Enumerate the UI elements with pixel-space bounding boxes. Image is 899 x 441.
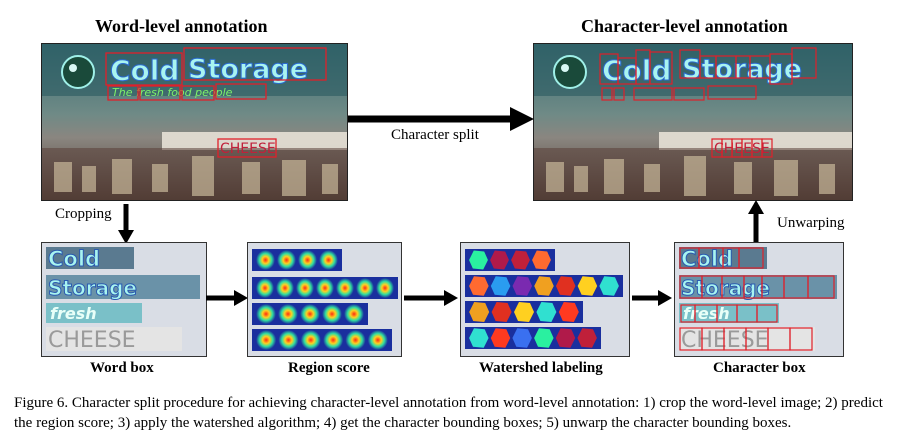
word-box-cheese — [217, 138, 277, 158]
region-score-blob — [300, 304, 320, 324]
word-box-people — [215, 83, 267, 100]
watershed-label: Watershed labeling — [479, 360, 603, 376]
region-score-blob — [322, 304, 342, 324]
arrow-wordbox-to-region — [206, 290, 248, 306]
watershed-segment — [558, 302, 579, 322]
region-score-blob — [256, 330, 277, 350]
watershed-segment — [490, 328, 511, 348]
word-box-label: Word box — [90, 360, 154, 376]
crop-cheese: CHEESE — [48, 328, 136, 353]
watershed-segment — [577, 276, 598, 296]
region-score-label: Region score — [288, 360, 370, 376]
arrow-watershed-to-charbox — [632, 290, 672, 306]
character-split-label: Character split — [391, 127, 479, 143]
watershed-segment — [577, 328, 597, 348]
charcrop-storage: Storage — [681, 276, 770, 300]
character-level-title: Character-level annotation — [581, 16, 788, 36]
charcrop-cold: Cold — [681, 247, 733, 271]
region-score-blob — [316, 278, 334, 298]
character-box-panel: Cold Storage fresh CHEESE — [674, 242, 844, 357]
word-box-food — [181, 85, 215, 101]
region-score-blob — [336, 278, 354, 298]
region-score-blob — [256, 304, 276, 324]
region-score-panel — [247, 242, 402, 357]
region-score-blob — [344, 304, 364, 324]
watershed-segment — [512, 276, 533, 296]
watershed-segment — [491, 302, 512, 322]
word-box-panel: Cold Storage fresh CHEESE — [41, 242, 207, 357]
word-box-the — [107, 85, 139, 101]
unwarping-label: Unwarping — [777, 215, 845, 231]
watershed-segment — [534, 328, 554, 348]
watershed-segment — [536, 302, 557, 322]
sign-cheese: CHEESE — [220, 141, 276, 157]
word-level-title: Word-level annotation — [95, 16, 268, 36]
region-score-blob — [276, 278, 294, 298]
word-level-image: Cold Storage The fresh food people CHEES… — [41, 43, 348, 201]
watershed-segment — [599, 276, 619, 296]
watershed-panel — [460, 242, 630, 357]
watershed-segment — [534, 276, 554, 296]
watershed-segment — [511, 250, 530, 270]
region-score-blob — [300, 330, 321, 350]
watershed-segment — [555, 276, 576, 296]
region-score-blob — [296, 278, 314, 298]
cropping-arrow — [118, 204, 134, 244]
watershed-segment — [514, 302, 534, 322]
watershed-segment — [532, 250, 551, 270]
charcrop-cheese: CHEESE — [681, 328, 769, 353]
watershed-segment — [512, 328, 532, 348]
region-score-blob — [277, 250, 296, 270]
watershed-segment — [469, 250, 488, 270]
region-score-blob — [298, 250, 317, 270]
sign-word-storage-char: Storage — [682, 54, 802, 85]
crop-fresh: fresh — [50, 304, 97, 323]
region-score-blob — [256, 250, 275, 270]
word-box-cold — [105, 52, 183, 86]
watershed-segment — [469, 302, 490, 322]
character-level-image: Cold Storage CHEESE — [533, 43, 853, 201]
cropping-label: Cropping — [55, 206, 112, 222]
region-score-blob — [278, 304, 298, 324]
watershed-segment — [469, 328, 489, 348]
region-score-blob — [319, 250, 338, 270]
unwarping-arrow — [748, 200, 764, 242]
character-split-arrow — [348, 107, 534, 131]
sign-slogan: The fresh food people — [112, 86, 233, 99]
watershed-segment — [555, 328, 576, 348]
watershed-segment — [490, 250, 509, 270]
watershed-segment — [469, 276, 489, 296]
crop-storage: Storage — [48, 276, 137, 300]
region-score-row — [252, 249, 342, 271]
arrow-region-to-watershed — [404, 290, 458, 306]
region-score-blob — [367, 330, 388, 350]
region-score-blob — [323, 330, 344, 350]
region-score-blob — [356, 278, 374, 298]
word-box-storage — [183, 47, 327, 81]
word-box-fresh — [139, 85, 181, 101]
sign-word-cold-char: Cold — [602, 54, 671, 87]
region-score-blob — [345, 330, 366, 350]
region-score-blob — [376, 278, 394, 298]
charcrop-fresh: fresh — [683, 304, 730, 323]
watershed-row — [465, 249, 555, 271]
figure-caption: Figure 6. Character split procedure for … — [14, 395, 883, 431]
watershed-segment — [490, 276, 511, 296]
region-score-blob — [278, 330, 299, 350]
crop-cold: Cold — [48, 247, 100, 271]
character-box-label: Character box — [713, 360, 806, 376]
region-score-blob — [256, 278, 274, 298]
sign-word-cold: Cold — [110, 54, 179, 87]
